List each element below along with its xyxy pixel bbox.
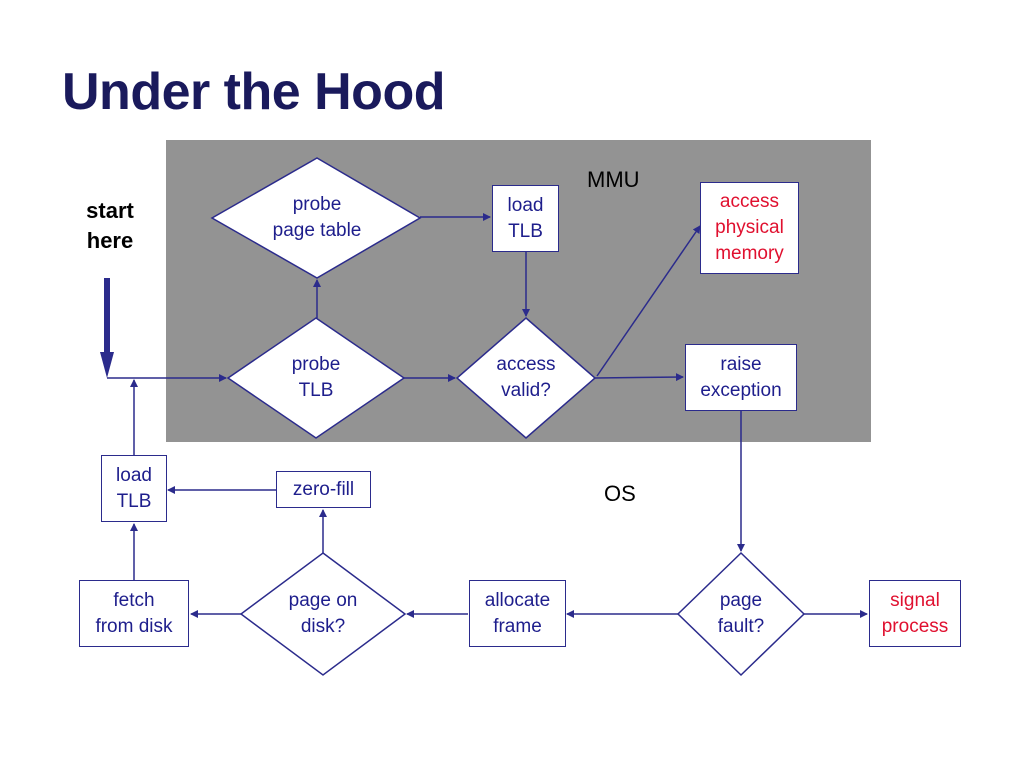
page-fault-diamond [676,551,806,677]
mmu-label: MMU [587,167,640,192]
probe-page-table-diamond [210,157,422,279]
zero-fill-box: zero-fill [276,471,371,508]
page-on-disk-diamond [239,552,407,676]
start-line-1: start [86,198,134,223]
start-line-2: here [86,228,134,253]
access-valid-to-physical-memory [596,225,701,377]
start-here-label: start here [70,196,150,256]
access-valid-to-raise-exception [594,373,684,382]
start-arrow-head [100,352,114,378]
os-label: OS [604,481,636,506]
page-title: Under the Hood [62,63,445,121]
access-valid-diamond [455,317,597,439]
probe-tlb-diamond [226,317,406,439]
